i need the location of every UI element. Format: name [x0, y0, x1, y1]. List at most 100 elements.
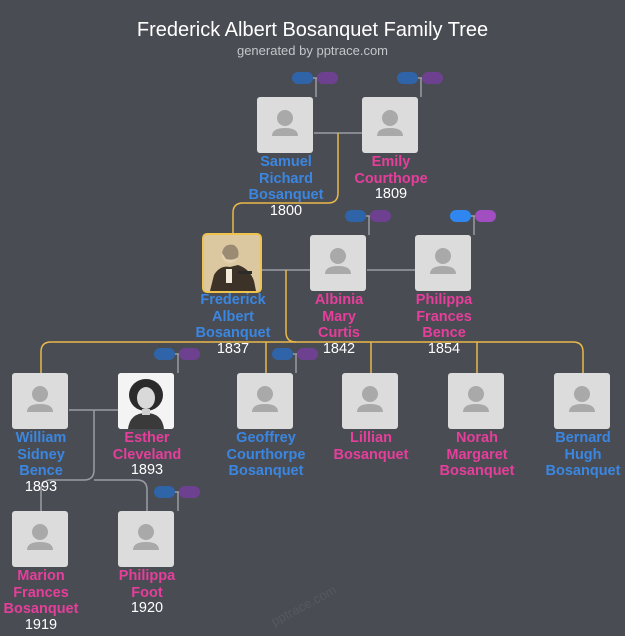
birth-year: 1800	[269, 202, 303, 219]
name-line: Bosanquet	[248, 187, 324, 203]
name-line: Courthope	[354, 170, 428, 187]
name-line: Philippa	[415, 292, 473, 308]
name-line: Bosanquet	[439, 463, 515, 479]
avatar[interactable]	[12, 373, 68, 429]
person-silhouette-icon	[27, 386, 53, 412]
page-subtitle: generated by pptrace.com	[236, 43, 389, 58]
philippa_foot-parents-toggle[interactable]	[154, 486, 175, 498]
name-line: Courthorpe	[226, 446, 306, 463]
name-line: Geoffrey	[236, 430, 296, 446]
philippa_foot-partners-toggle[interactable]	[179, 486, 200, 498]
albinia-partners-toggle[interactable]	[370, 210, 391, 222]
person-silhouette-icon	[357, 386, 383, 412]
birth-year: 1837	[216, 340, 250, 357]
avatar[interactable]	[554, 373, 610, 429]
parent-child-line	[40, 410, 95, 511]
esther-parents-toggle[interactable]	[154, 348, 175, 360]
person-silhouette-icon	[325, 248, 351, 274]
birth-year: 1919	[24, 616, 58, 633]
name-line: Bosanquet	[228, 463, 304, 479]
portrait-photo	[204, 235, 260, 291]
name-line: Margaret	[446, 446, 508, 463]
name-line: Emily	[371, 154, 411, 170]
name-line: Bosanquet	[545, 463, 621, 479]
avatar[interactable]	[310, 235, 366, 291]
person-silhouette-icon	[463, 386, 489, 412]
person-silhouette-icon	[27, 524, 53, 550]
name-line: Richard	[259, 170, 313, 187]
portrait-photo	[118, 373, 174, 429]
name-line: Albinia	[314, 292, 364, 308]
name-line: Frances	[416, 308, 472, 325]
avatar[interactable]	[118, 373, 174, 429]
children-bus-line	[40, 341, 584, 373]
name-line: Hugh	[564, 446, 602, 463]
birth-year: 1893	[24, 478, 58, 495]
samuel-partners-toggle[interactable]	[317, 72, 338, 84]
name-line: Albert	[212, 308, 254, 325]
avatar[interactable]	[415, 235, 471, 291]
name-line: Bosanquet	[195, 325, 271, 341]
person-silhouette-icon	[252, 386, 278, 412]
avatar[interactable]	[362, 97, 418, 153]
name-line: Bence	[422, 325, 466, 341]
name-line: Sidney	[17, 446, 65, 463]
avatar[interactable]	[257, 97, 313, 153]
name-line: William	[15, 430, 67, 446]
albinia-parents-toggle[interactable]	[345, 210, 366, 222]
person-silhouette-icon	[377, 110, 403, 136]
geoffrey-partners-toggle[interactable]	[297, 348, 318, 360]
avatar[interactable]	[12, 511, 68, 567]
name-line: Curtis	[318, 325, 360, 341]
geoffrey-parents-toggle[interactable]	[272, 348, 293, 360]
name-line: Bernard	[555, 430, 611, 446]
avatar[interactable]	[342, 373, 398, 429]
birth-year: 1920	[130, 600, 164, 616]
philippa_f-partners-toggle[interactable]	[475, 210, 496, 222]
birth-year: 1842	[322, 340, 356, 357]
name-line: Bence	[19, 463, 63, 479]
person-silhouette-icon	[430, 248, 456, 274]
avatar[interactable]	[204, 235, 260, 291]
page-title: Frederick Albert Bosanquet Family Tree	[136, 19, 489, 41]
samuel-parents-toggle[interactable]	[292, 72, 313, 84]
birth-year: 1854	[427, 340, 461, 357]
emily-partners-toggle[interactable]	[422, 72, 443, 84]
name-line: Mary	[322, 308, 356, 325]
name-line: Cleveland	[112, 446, 182, 463]
birth-year: 1809	[374, 186, 408, 202]
esther-partners-toggle[interactable]	[179, 348, 200, 360]
name-line: Frances	[13, 584, 69, 601]
name-line: Bosanquet	[3, 601, 79, 617]
philippa_f-parents-toggle[interactable]	[450, 210, 471, 222]
birth-year: 1893	[130, 462, 164, 478]
name-line: Samuel	[260, 154, 312, 170]
parent-child-line	[232, 133, 339, 235]
avatar[interactable]	[237, 373, 293, 429]
name-line: Foot	[131, 584, 163, 601]
name-line: Norah	[456, 430, 498, 446]
name-line: Lillian	[350, 430, 392, 446]
avatar[interactable]	[118, 511, 174, 567]
name-line: Esther	[124, 430, 170, 446]
name-line: Frederick	[200, 292, 266, 308]
avatar[interactable]	[448, 373, 504, 429]
emily-parents-toggle[interactable]	[397, 72, 418, 84]
name-line: Bosanquet	[333, 446, 409, 463]
name-line: Philippa	[118, 568, 176, 584]
person-silhouette-icon	[569, 386, 595, 412]
